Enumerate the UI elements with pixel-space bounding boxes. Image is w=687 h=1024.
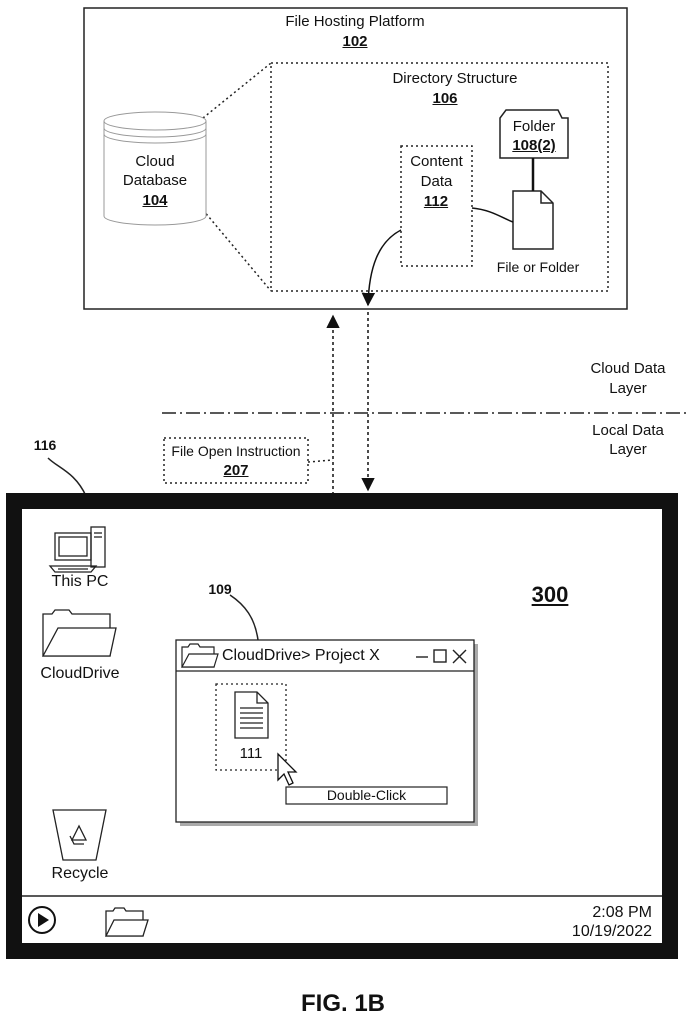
figure-caption: FIG. 1B: [243, 990, 443, 1018]
platform-ref: 102: [330, 33, 380, 51]
cloud-layer-line2: Layer: [580, 380, 676, 398]
file-icon: [513, 191, 553, 249]
cloud-layer-line1: Cloud Data: [580, 360, 676, 378]
local-layer-line2: Layer: [580, 441, 676, 459]
content-line1: Content: [401, 153, 472, 171]
file-or-folder-label: File or Folder: [488, 258, 588, 276]
content-download-arrow: [368, 230, 401, 305]
instruction-label: File Open Instruction: [164, 442, 308, 460]
taskbar-folder-icon[interactable]: [106, 908, 148, 936]
device-leader: [48, 458, 86, 496]
database-ref: 104: [130, 192, 180, 210]
platform-title: File Hosting Platform: [255, 13, 455, 31]
file-111-label[interactable]: 111: [226, 745, 276, 763]
local-layer-line1: Local Data: [580, 422, 676, 440]
this-pc-label[interactable]: This PC: [35, 573, 125, 591]
database-line1: Cloud: [115, 153, 195, 171]
zoom-line-top: [203, 63, 271, 118]
double-click-label: Double-Click: [286, 787, 447, 804]
window-ref: 109: [200, 580, 240, 598]
content-line2: Data: [401, 173, 472, 191]
clouddrive-label[interactable]: CloudDrive: [25, 665, 135, 683]
instruction-leader: [308, 460, 333, 462]
document-icon[interactable]: [235, 692, 268, 738]
screen-ref: 300: [520, 582, 580, 608]
taskbar-date: 10/19/2022: [520, 922, 652, 941]
database-line2: Database: [115, 172, 195, 190]
content-to-file-link: [472, 208, 513, 222]
content-ref: 112: [411, 193, 461, 211]
clouddrive-folder-icon: [43, 610, 116, 656]
recycle-label[interactable]: Recycle: [35, 865, 125, 883]
taskbar-time: 2:08 PM: [540, 903, 652, 922]
directory-title: Directory Structure: [365, 70, 545, 88]
window-title: CloudDrive> Project X: [222, 645, 412, 667]
folder-label: Folder: [500, 118, 568, 136]
device-ref: 116: [25, 436, 65, 454]
recycle-bin-icon: [53, 810, 106, 860]
play-icon[interactable]: [29, 907, 55, 933]
zoom-line-bottom: [203, 210, 271, 291]
instruction-ref: 207: [211, 462, 261, 480]
window-folder-icon: [182, 644, 218, 667]
directory-ref: 106: [420, 90, 470, 108]
computer-icon: [50, 527, 105, 572]
window-leader: [230, 595, 258, 640]
folder-ref: 108(2): [500, 137, 568, 155]
